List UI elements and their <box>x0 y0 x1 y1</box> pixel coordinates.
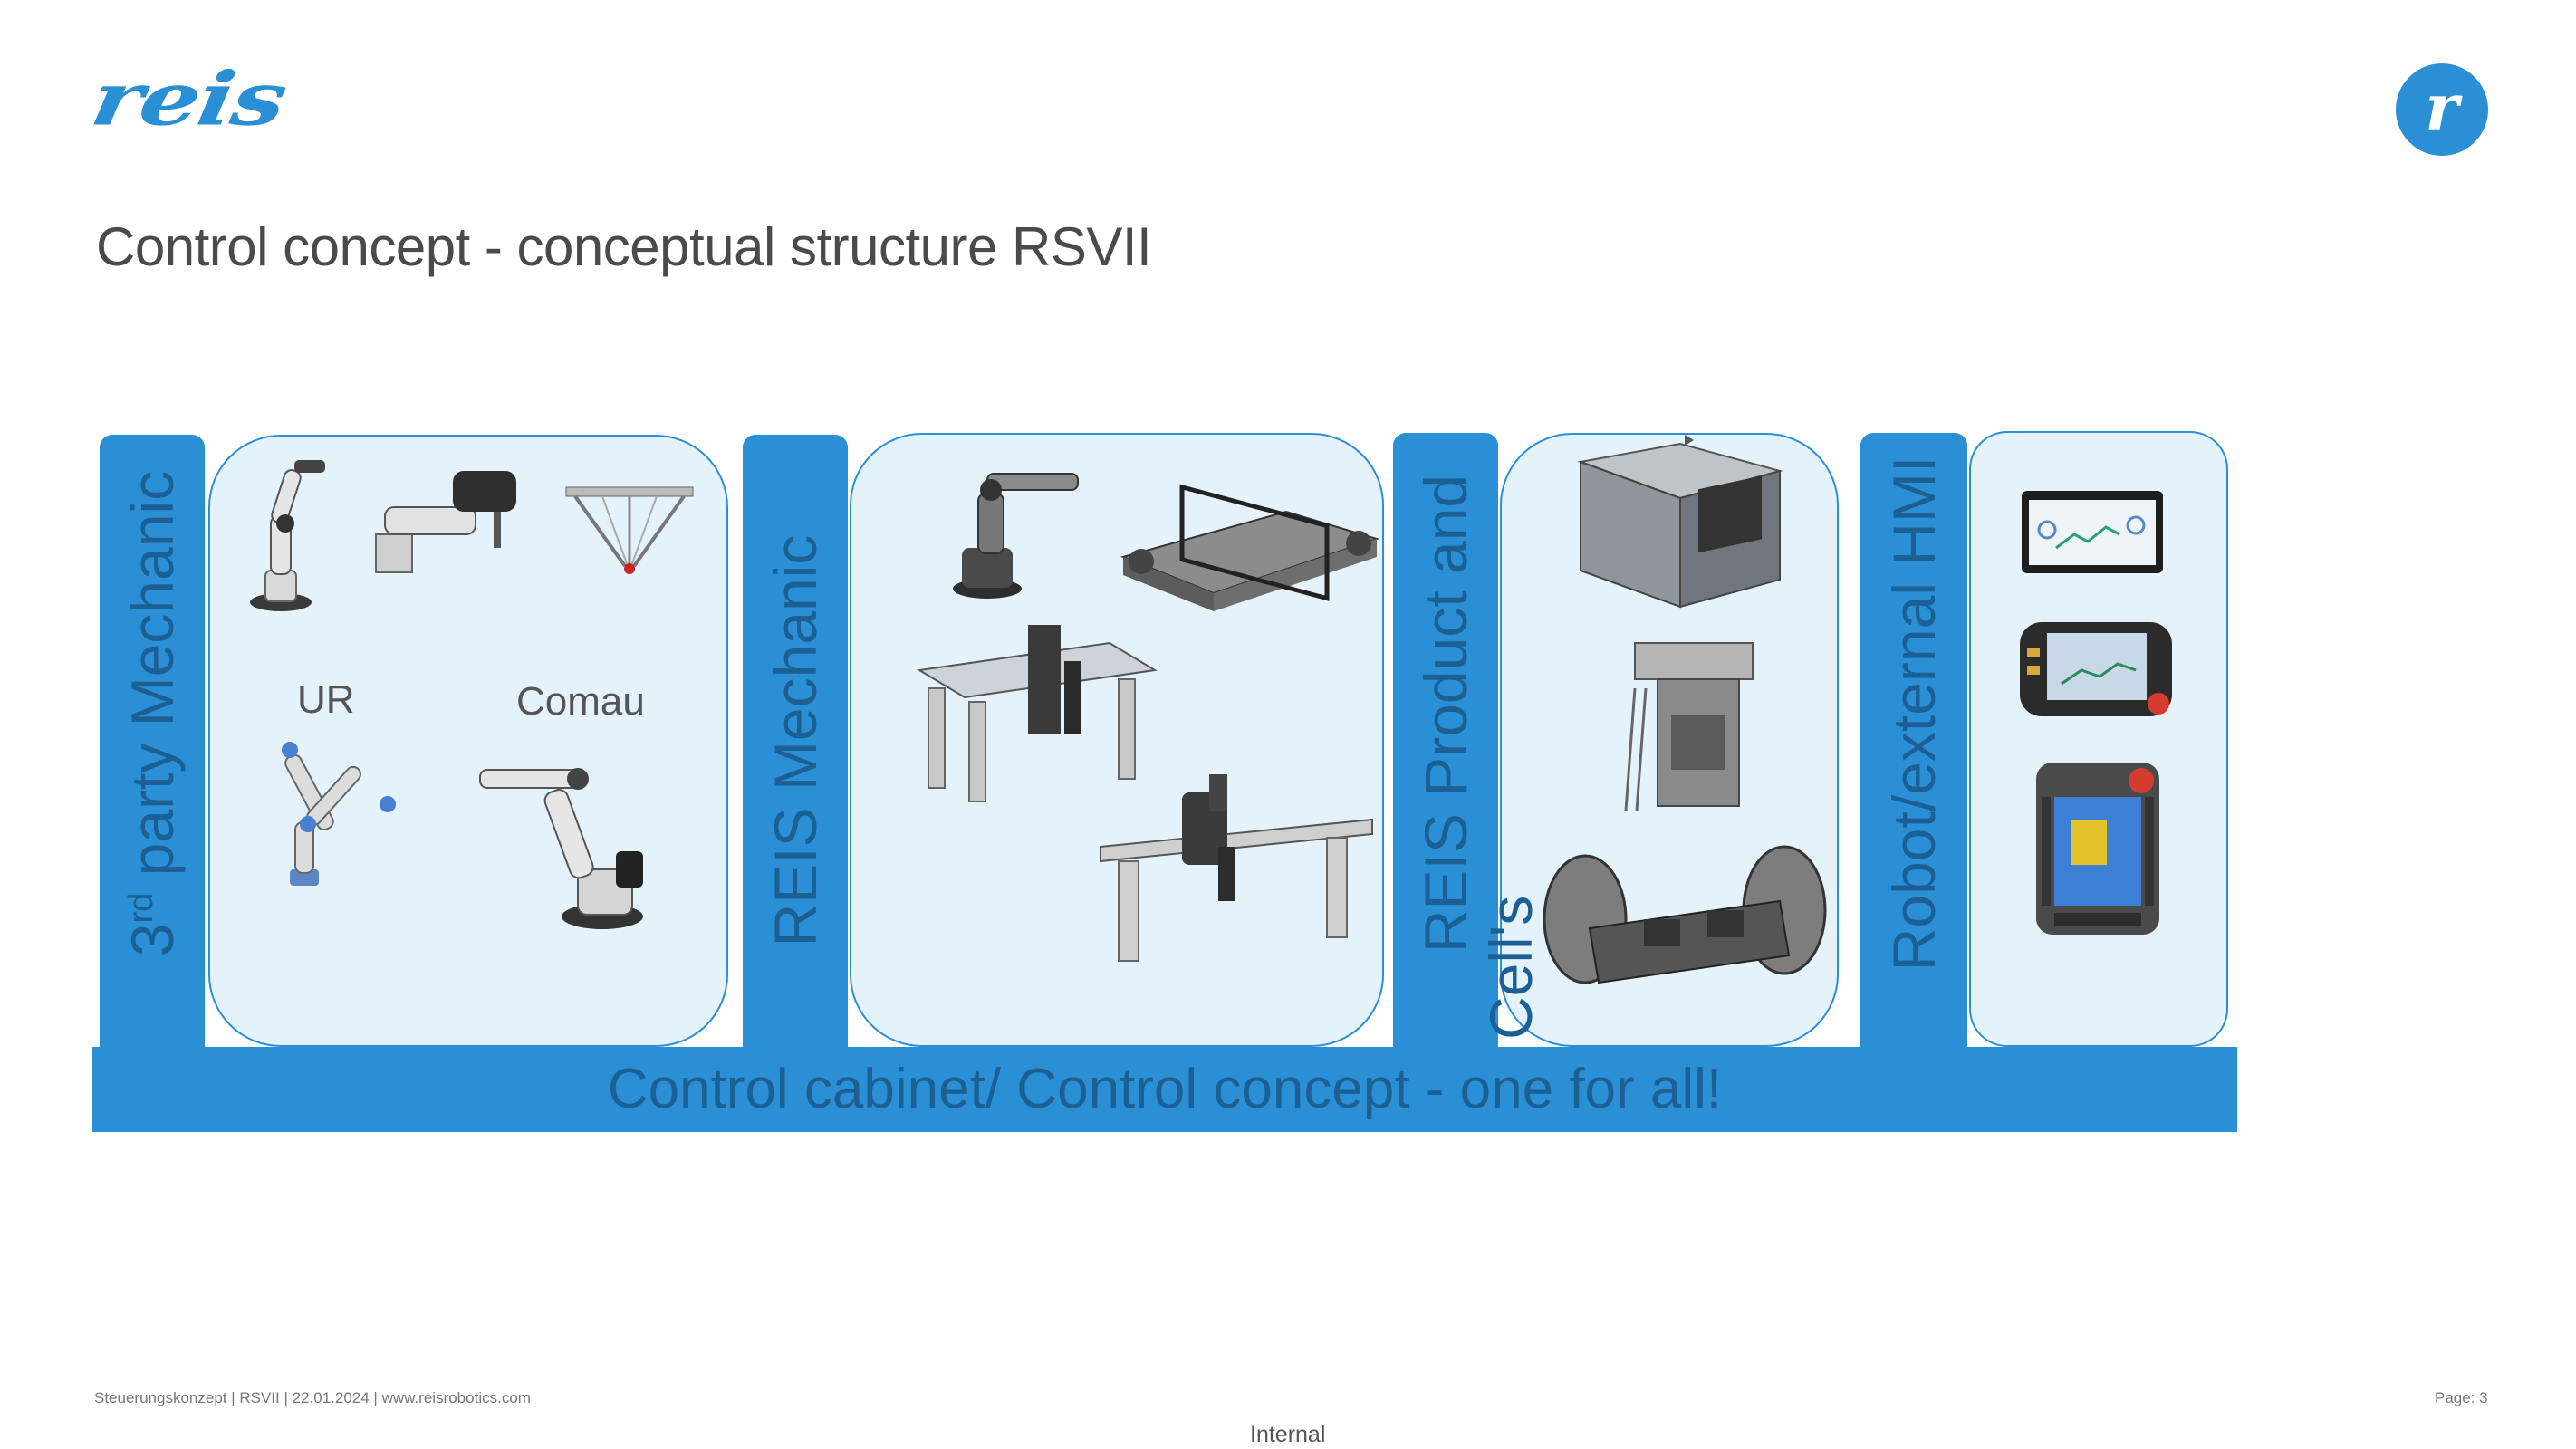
reis-product-bar: REIS Product and <box>1393 433 1498 1047</box>
hmi-bar: Robot/external HMI <box>1860 433 1967 1047</box>
third-party-label: 3rd party Mechanic <box>118 471 187 956</box>
robot-label-comau: Comau <box>516 679 645 724</box>
third-party-label-sup: rd <box>122 892 160 924</box>
ur-cobot-icon <box>282 742 396 886</box>
reis-press-cell-icon <box>1624 642 1754 811</box>
control-cabinet-bar <box>92 1047 2237 1132</box>
reis-mechanic-bar: REIS Mechanic <box>743 435 848 1047</box>
robot-label-ur: UR <box>297 677 355 722</box>
hmi-handheld-pendant-icon <box>2036 763 2159 935</box>
delta-robot-icon <box>565 486 694 574</box>
reis-linear-axis-icon <box>1100 774 1373 962</box>
reis-round-logo: r <box>2396 63 2488 156</box>
reis-product-label-line1: REIS Product and <box>1412 474 1479 954</box>
hmi-label: Robot/external HMI <box>1880 456 1947 972</box>
industrial-robot-icon <box>250 460 325 611</box>
reis-gantry-icon <box>917 625 1158 802</box>
control-cabinet-text: Control cabinet/ Control concept - one f… <box>607 1058 1723 1120</box>
reis-articulated-robot-icon <box>953 473 1079 599</box>
reis-logo: reis <box>85 54 293 142</box>
reis-mechanic-label: REIS Mechanic <box>762 534 829 947</box>
page-title: Control concept - conceptual structure R… <box>96 216 1152 277</box>
comau-robot-icon <box>479 768 643 929</box>
third-party-label-main: party Mechanic <box>119 470 186 877</box>
third-party-bar: 3rd party Mechanic <box>100 435 205 1047</box>
reis-cell-machine-icon <box>1577 435 1783 609</box>
page-number: Page: 3 <box>2435 1389 2488 1406</box>
hmi-teach-pendant-icon <box>2020 622 2172 716</box>
third-party-label-prefix: 3 <box>119 923 186 957</box>
footer-info: Steuerungskonzept | RSVII | 22.01.2024 |… <box>94 1389 531 1406</box>
reis-turntable-positioner-icon <box>1543 845 1827 984</box>
reis-positioner-icon <box>1120 484 1380 611</box>
classification-label: Internal <box>1250 1422 1326 1447</box>
hmi-tablet-icon <box>2022 491 2163 573</box>
scara-robot-icon <box>375 471 516 573</box>
